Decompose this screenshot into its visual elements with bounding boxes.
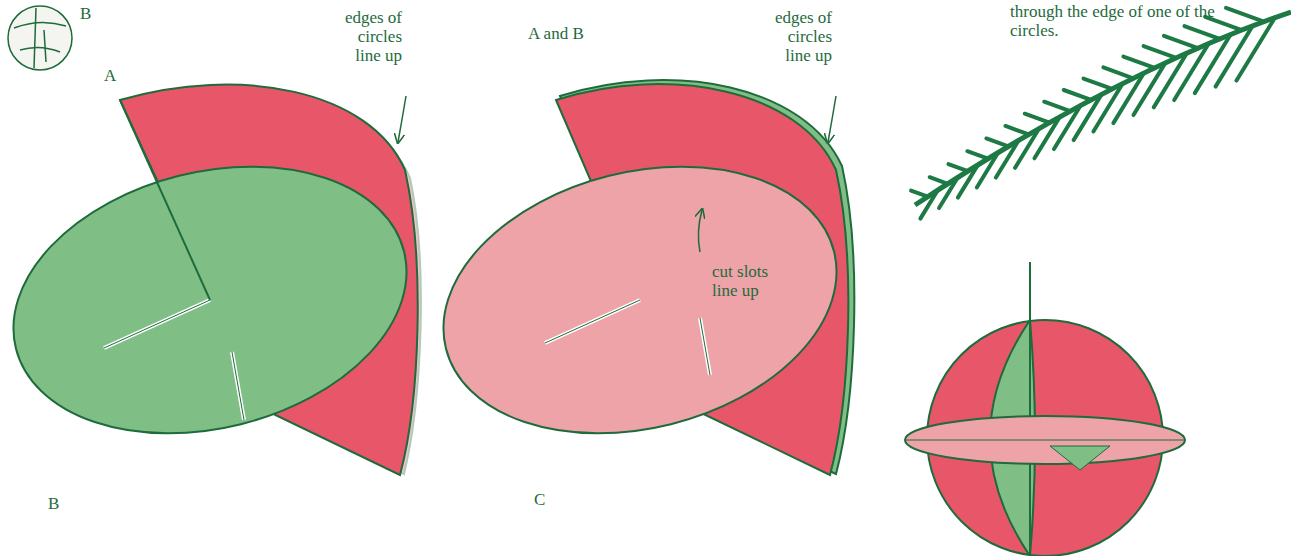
- part-label: A and B: [528, 24, 584, 43]
- pine-needle: [1064, 90, 1091, 100]
- pine-needle: [1236, 18, 1275, 81]
- pine-needle: [948, 164, 967, 171]
- pine-needle: [1093, 84, 1122, 132]
- pine-needle: [1144, 46, 1177, 58]
- part-label: B: [48, 494, 59, 513]
- part-label: B: [80, 4, 91, 23]
- figure-a-b: [0, 85, 435, 475]
- pine-branch: [911, 8, 1291, 219]
- leader-arrow: [828, 96, 836, 142]
- pine-needle: [1184, 26, 1219, 39]
- finished-ornament: [905, 320, 1185, 556]
- pine-needle: [1174, 44, 1209, 101]
- pine-needle: [1074, 94, 1102, 140]
- pine-needle: [1216, 26, 1253, 87]
- instruction-note: cut slots line up: [712, 262, 792, 300]
- pine-needle: [1133, 63, 1165, 115]
- pine-needle: [1123, 57, 1154, 68]
- pine-needle: [1083, 79, 1112, 89]
- figure-a-b-c: [415, 80, 865, 475]
- icon-sketch: [8, 6, 72, 70]
- part-label: C: [534, 490, 545, 509]
- pine-needle: [1044, 102, 1070, 111]
- pine-needle: [1226, 8, 1264, 22]
- instruction-note: edges of circles line up: [758, 8, 832, 65]
- pine-needle: [1005, 126, 1028, 134]
- pine-needle: [1103, 67, 1133, 78]
- pine-needle: [1154, 53, 1187, 107]
- pine-needle: [1195, 34, 1231, 93]
- hanging-thread: [1029, 262, 1031, 322]
- part-label: A: [104, 66, 116, 85]
- pine-needle: [1113, 73, 1144, 123]
- pine-needle: [1164, 36, 1198, 48]
- instruction-note: through the edge of one of the circles.: [1010, 2, 1250, 40]
- leader-arrow: [398, 96, 406, 142]
- pine-needle: [986, 138, 1008, 146]
- pine-needle: [1025, 114, 1050, 123]
- instruction-note: edges of circles line up: [328, 8, 402, 65]
- pine-needle: [930, 177, 948, 184]
- pine-needle: [967, 151, 988, 159]
- leader-arrow: [698, 210, 702, 252]
- pine-needle: [911, 191, 928, 197]
